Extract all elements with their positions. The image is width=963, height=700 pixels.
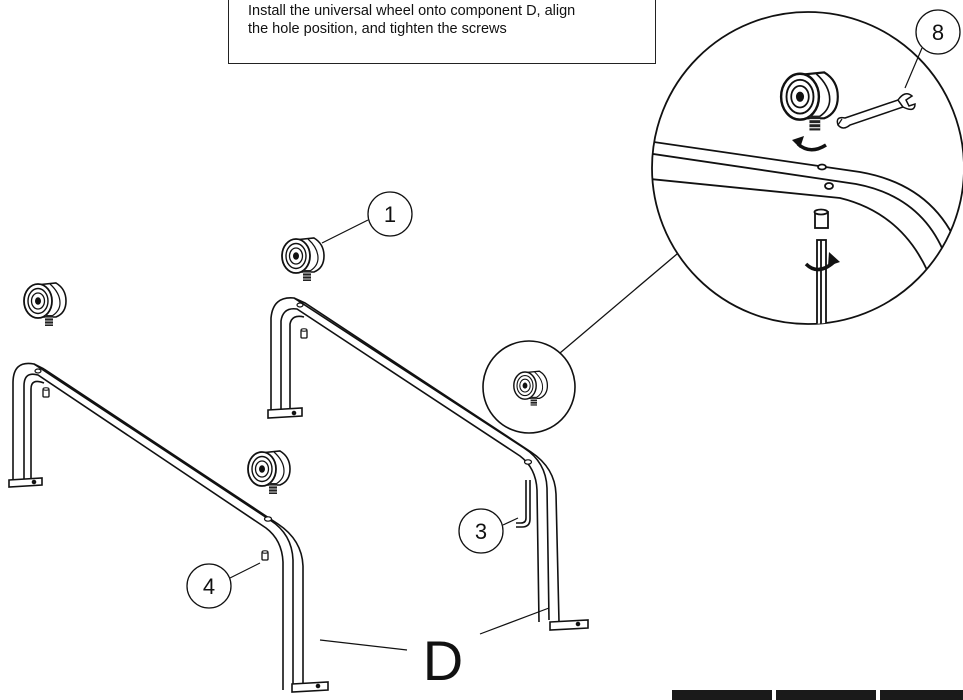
universal-wheel-icon xyxy=(281,237,325,282)
callout-8-label: 8 xyxy=(932,20,944,45)
footer-strip xyxy=(776,690,876,700)
callout-8-circle xyxy=(915,9,961,55)
callout-1-label: 1 xyxy=(384,202,396,227)
detail-circle xyxy=(482,242,691,434)
callout-4-circle xyxy=(186,563,232,609)
frame-left-holes xyxy=(34,368,273,522)
wrench-icon xyxy=(836,93,916,129)
hex-key-icon xyxy=(516,480,531,528)
callout-3-circle xyxy=(458,508,504,554)
universal-wheel-icon xyxy=(247,450,291,495)
hex-nut-icon xyxy=(300,328,308,339)
frame-right xyxy=(267,297,589,631)
frame-right-holes xyxy=(296,302,533,465)
hex-nut-icon xyxy=(261,550,269,561)
footer-strip xyxy=(672,690,772,700)
component-label: D xyxy=(423,629,463,692)
frame-left xyxy=(8,362,329,693)
hex-nut-icon xyxy=(42,387,50,398)
callout-1-circle xyxy=(367,191,413,237)
callout-3-label: 3 xyxy=(475,519,487,544)
magnified-view xyxy=(651,11,963,325)
instruction-line-2: the hole position, and tighten the screw… xyxy=(248,20,507,37)
instruction-line-1: Install the universal wheel onto compone… xyxy=(248,3,576,19)
callout-4-label: 4 xyxy=(203,574,215,599)
universal-wheel-icon xyxy=(23,282,67,327)
footer-strip xyxy=(880,690,963,700)
instruction-box: Install the universal wheel onto compone… xyxy=(228,0,656,64)
